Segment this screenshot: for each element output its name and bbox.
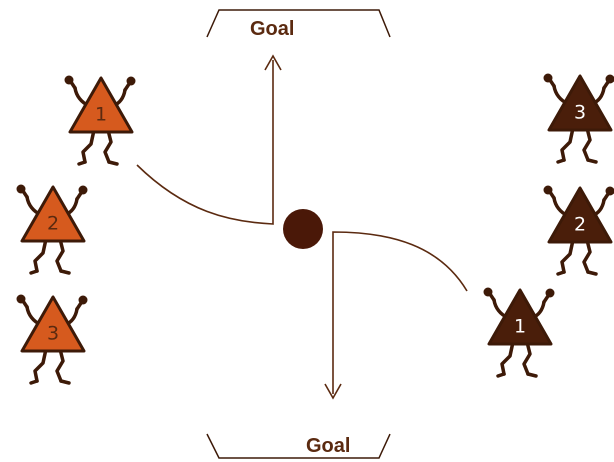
player-orange-2: 2	[14, 182, 90, 275]
arrow-down-icon	[324, 383, 342, 400]
player-brown-1-number: 1	[514, 316, 526, 338]
goal-top-frame	[206, 9, 391, 38]
triangle-figure-icon	[20, 295, 86, 353]
goal-bottom-label: Goal	[306, 435, 350, 457]
player-brown-3-number: 3	[574, 102, 586, 124]
player-brown-2: 2	[541, 183, 614, 276]
player-brown-2-number: 2	[574, 214, 586, 236]
brown-pass-path	[332, 231, 468, 394]
player-orange-1-number: 1	[95, 104, 107, 126]
player-orange-2-number: 2	[47, 213, 59, 235]
goal-top-label: Goal	[250, 18, 294, 40]
player-orange-1: 1	[62, 73, 138, 166]
ball-icon	[283, 209, 323, 249]
goal-top: Goal	[206, 9, 391, 40]
player-brown-3: 3	[541, 71, 614, 164]
goal-bottom: Goal	[206, 433, 391, 459]
player-brown-1: 1	[481, 285, 557, 378]
movement-lines	[136, 54, 468, 400]
orange-pass-path	[136, 60, 274, 225]
player-orange-3: 3	[14, 292, 90, 385]
triangle-figure-icon	[20, 185, 86, 243]
triangle-figure-icon	[547, 74, 613, 132]
arrow-up-icon	[264, 54, 282, 71]
triangle-figure-icon	[68, 76, 134, 134]
player-orange-3-number: 3	[47, 323, 59, 345]
triangle-figure-icon	[487, 288, 553, 346]
goal-bottom-frame	[206, 433, 391, 459]
triangle-figure-icon	[547, 186, 613, 244]
